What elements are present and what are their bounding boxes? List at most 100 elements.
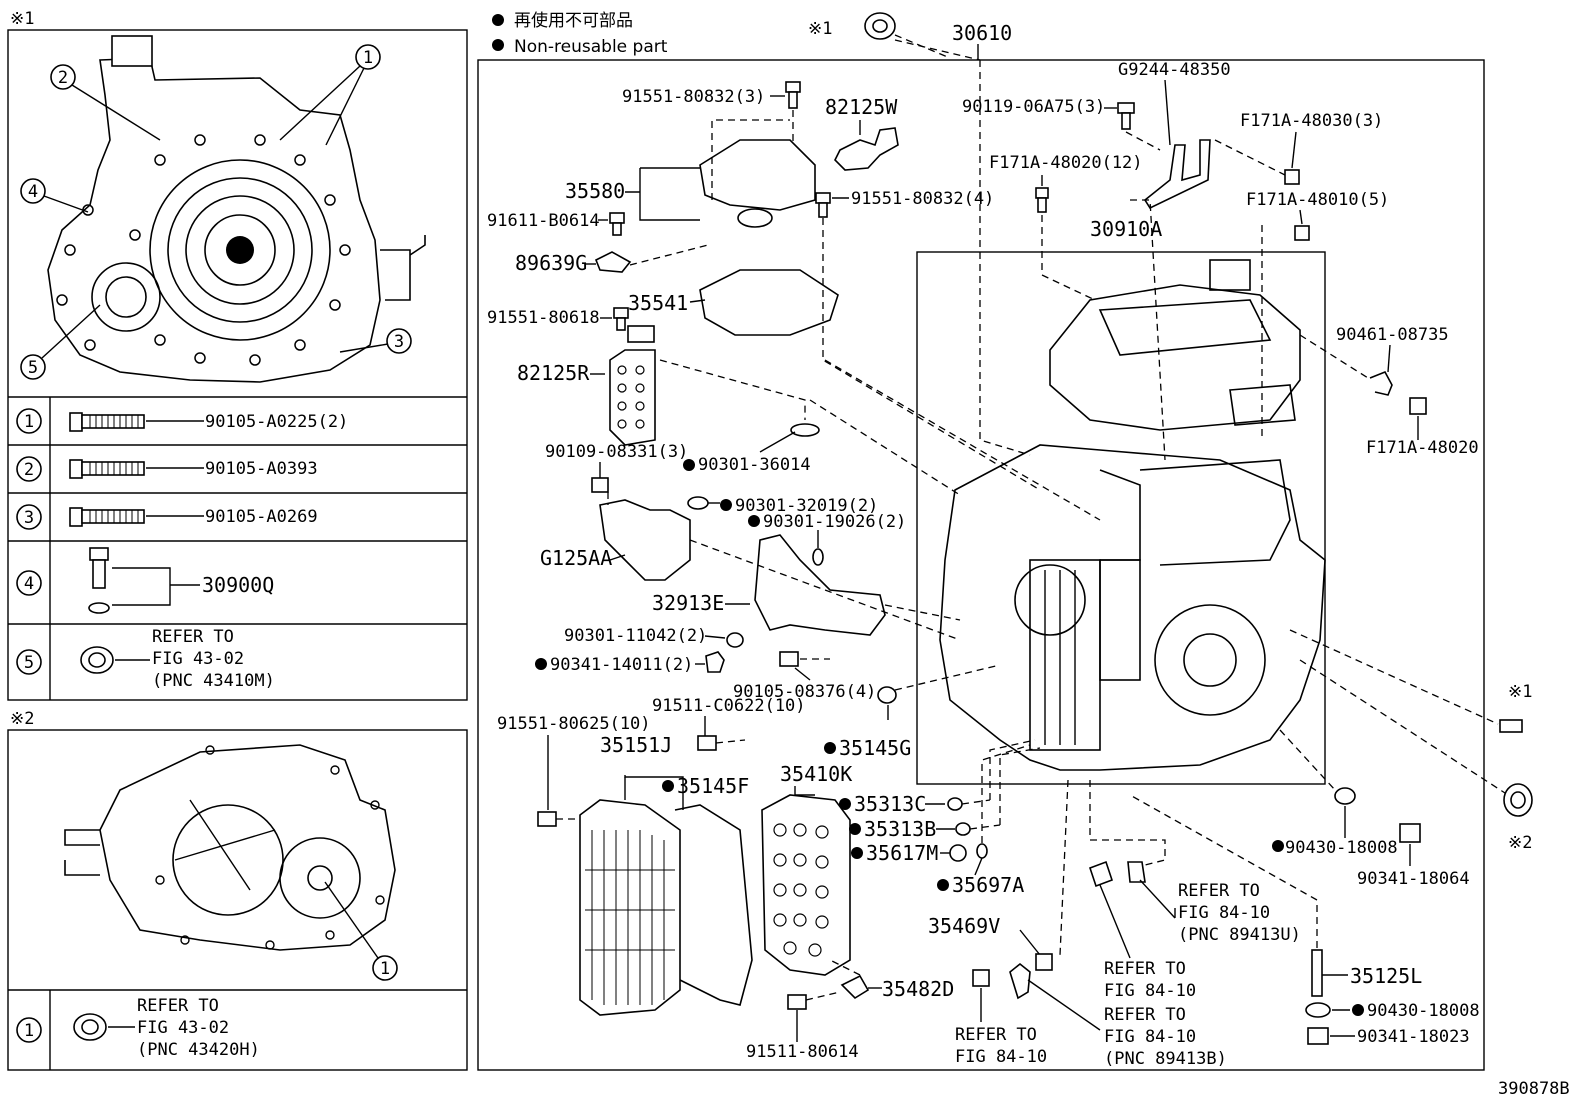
inset-1-row-3: 3 90105-A0269 <box>16 504 318 530</box>
bracket-icon <box>594 251 632 273</box>
svg-text:35697A: 35697A <box>952 873 1024 897</box>
svg-text:2: 2 <box>58 68 68 88</box>
svg-text:35151J: 35151J <box>600 733 672 757</box>
oil-seal-icon <box>1503 783 1533 817</box>
main-assembly: ※1 30610 G9244-48350 <box>477 12 1533 1071</box>
svg-text:82125W: 82125W <box>825 95 898 119</box>
svg-text:90301-11042(2): 90301-11042(2) <box>564 626 707 646</box>
svg-text:3: 3 <box>24 508 34 528</box>
bolt-icon <box>1035 187 1049 199</box>
svg-text:FIG 43-02: FIG 43-02 <box>137 1018 229 1038</box>
sensor-icon <box>1088 860 1114 888</box>
bolt-icon <box>613 307 629 319</box>
bracket-icon <box>1143 139 1211 210</box>
part-30900Q: 30900Q <box>202 573 274 597</box>
svg-text:2: 2 <box>24 460 34 480</box>
bolt-icon <box>69 412 83 432</box>
svg-text:35617M: 35617M <box>866 841 938 865</box>
o-ring-icon <box>877 686 897 704</box>
svg-text:4: 4 <box>28 182 38 202</box>
svg-text:35469V: 35469V <box>928 914 1000 938</box>
legend-english: Non-reusable part <box>514 37 668 57</box>
svg-text:F171A-48030(3): F171A-48030(3) <box>1240 111 1383 131</box>
inset-1-marker: ※1 <box>10 9 34 29</box>
sensor-icon <box>89 547 109 561</box>
bolt-icon <box>591 477 609 493</box>
bolt-icon <box>697 735 717 751</box>
bolt-icon <box>972 969 990 987</box>
connector-icon <box>1127 861 1146 883</box>
svg-text:90341-14011(2): 90341-14011(2) <box>550 655 693 675</box>
bolt-icon <box>69 507 83 527</box>
oil-seal-icon <box>80 646 114 674</box>
bolt-icon <box>1294 225 1310 241</box>
svg-text:(PNC 43420H): (PNC 43420H) <box>137 1040 260 1060</box>
valve-body-icon <box>699 269 839 336</box>
o-ring-icon <box>790 423 820 437</box>
inset-1-row-2: 2 90105-A0393 <box>16 456 318 482</box>
svg-text:※1: ※1 <box>1508 682 1532 702</box>
svg-text:90461-08735: 90461-08735 <box>1336 325 1449 345</box>
valve-body-icon <box>761 794 851 976</box>
svg-text:90301-32019(2): 90301-32019(2) <box>735 496 878 516</box>
inset-1: ※1 <box>7 9 468 701</box>
plug-icon <box>1307 1027 1329 1045</box>
svg-text:1: 1 <box>363 48 373 68</box>
sensor-icon <box>1009 962 1031 1000</box>
svg-text:※1: ※1 <box>808 19 832 39</box>
transaxle-rear-view <box>64 744 396 951</box>
svg-text:90341-18023: 90341-18023 <box>1357 1027 1470 1047</box>
bolt-icon <box>537 811 557 827</box>
svg-text:90109-08331(3): 90109-08331(3) <box>545 442 688 462</box>
svg-text:F171A-48020: F171A-48020 <box>1366 438 1479 458</box>
svg-text:91611-B0614: 91611-B0614 <box>487 211 600 231</box>
pipe-icon <box>599 499 691 581</box>
svg-text:F171A-48010(5): F171A-48010(5) <box>1246 190 1389 210</box>
gasket-icon <box>1305 1002 1331 1018</box>
bolt-icon <box>785 81 801 93</box>
refer-block-2: REFER TO FIG 84-10 <box>1104 959 1196 1001</box>
bolt-icon <box>779 651 799 667</box>
oil-pan-icon <box>579 799 681 1016</box>
svg-text:1: 1 <box>380 959 390 979</box>
svg-text:FIG 84-10: FIG 84-10 <box>1104 1027 1196 1047</box>
svg-text:32913E: 32913E <box>652 591 724 615</box>
non-reusable-dot-icon <box>492 39 504 51</box>
svg-text:FIG 84-10: FIG 84-10 <box>955 1047 1047 1067</box>
svg-text:REFER TO: REFER TO <box>955 1025 1037 1045</box>
svg-text:35313B: 35313B <box>864 817 936 841</box>
svg-text:35482D: 35482D <box>882 977 954 1001</box>
svg-text:91551-80832(4): 91551-80832(4) <box>851 189 994 209</box>
svg-text:91511-C0622(10): 91511-C0622(10) <box>652 696 806 716</box>
wire-harness-icon <box>609 349 656 446</box>
refer-block-1: REFER TO FIG 84-10 (PNC 89413U) <box>1178 881 1301 945</box>
bolt-icon <box>787 994 807 1010</box>
svg-text:(PNC 89413B): (PNC 89413B) <box>1104 1049 1227 1069</box>
bolt-icon <box>815 192 831 204</box>
figure-code: 390878B <box>1498 1079 1570 1099</box>
svg-text:90430-18008: 90430-18008 <box>1285 838 1398 858</box>
oil-strainer-icon <box>754 534 886 636</box>
svg-text:FIG 84-10: FIG 84-10 <box>1178 903 1270 923</box>
inset-1-row-1: 1 90105-A0225(2) <box>16 408 348 434</box>
bolt-icon <box>609 212 625 224</box>
svg-text:90105-08376(4): 90105-08376(4) <box>733 682 876 702</box>
bolt-icon <box>1311 949 1323 997</box>
main-frame <box>477 59 1485 1071</box>
svg-text:82125R: 82125R <box>517 361 590 385</box>
svg-text:35125L: 35125L <box>1350 964 1422 988</box>
svg-text:5: 5 <box>28 358 38 378</box>
inset-2-marker: ※2 <box>10 709 34 729</box>
svg-text:90430-18008: 90430-18008 <box>1367 1001 1480 1021</box>
svg-text:FIG 43-02: FIG 43-02 <box>152 649 244 669</box>
svg-text:35410K: 35410K <box>780 762 852 786</box>
bolt-icon <box>1284 169 1300 185</box>
bolt-icon <box>1117 102 1135 114</box>
svg-text:F171A-48020(12): F171A-48020(12) <box>989 153 1143 173</box>
o-ring-icon <box>949 844 967 862</box>
inset-2: ※2 1 1 REFER TO <box>7 709 468 1071</box>
bolt-icon <box>1409 397 1427 415</box>
oil-seal-icon <box>864 12 896 40</box>
svg-text:3: 3 <box>394 332 404 352</box>
inset-1-frame <box>7 29 468 701</box>
